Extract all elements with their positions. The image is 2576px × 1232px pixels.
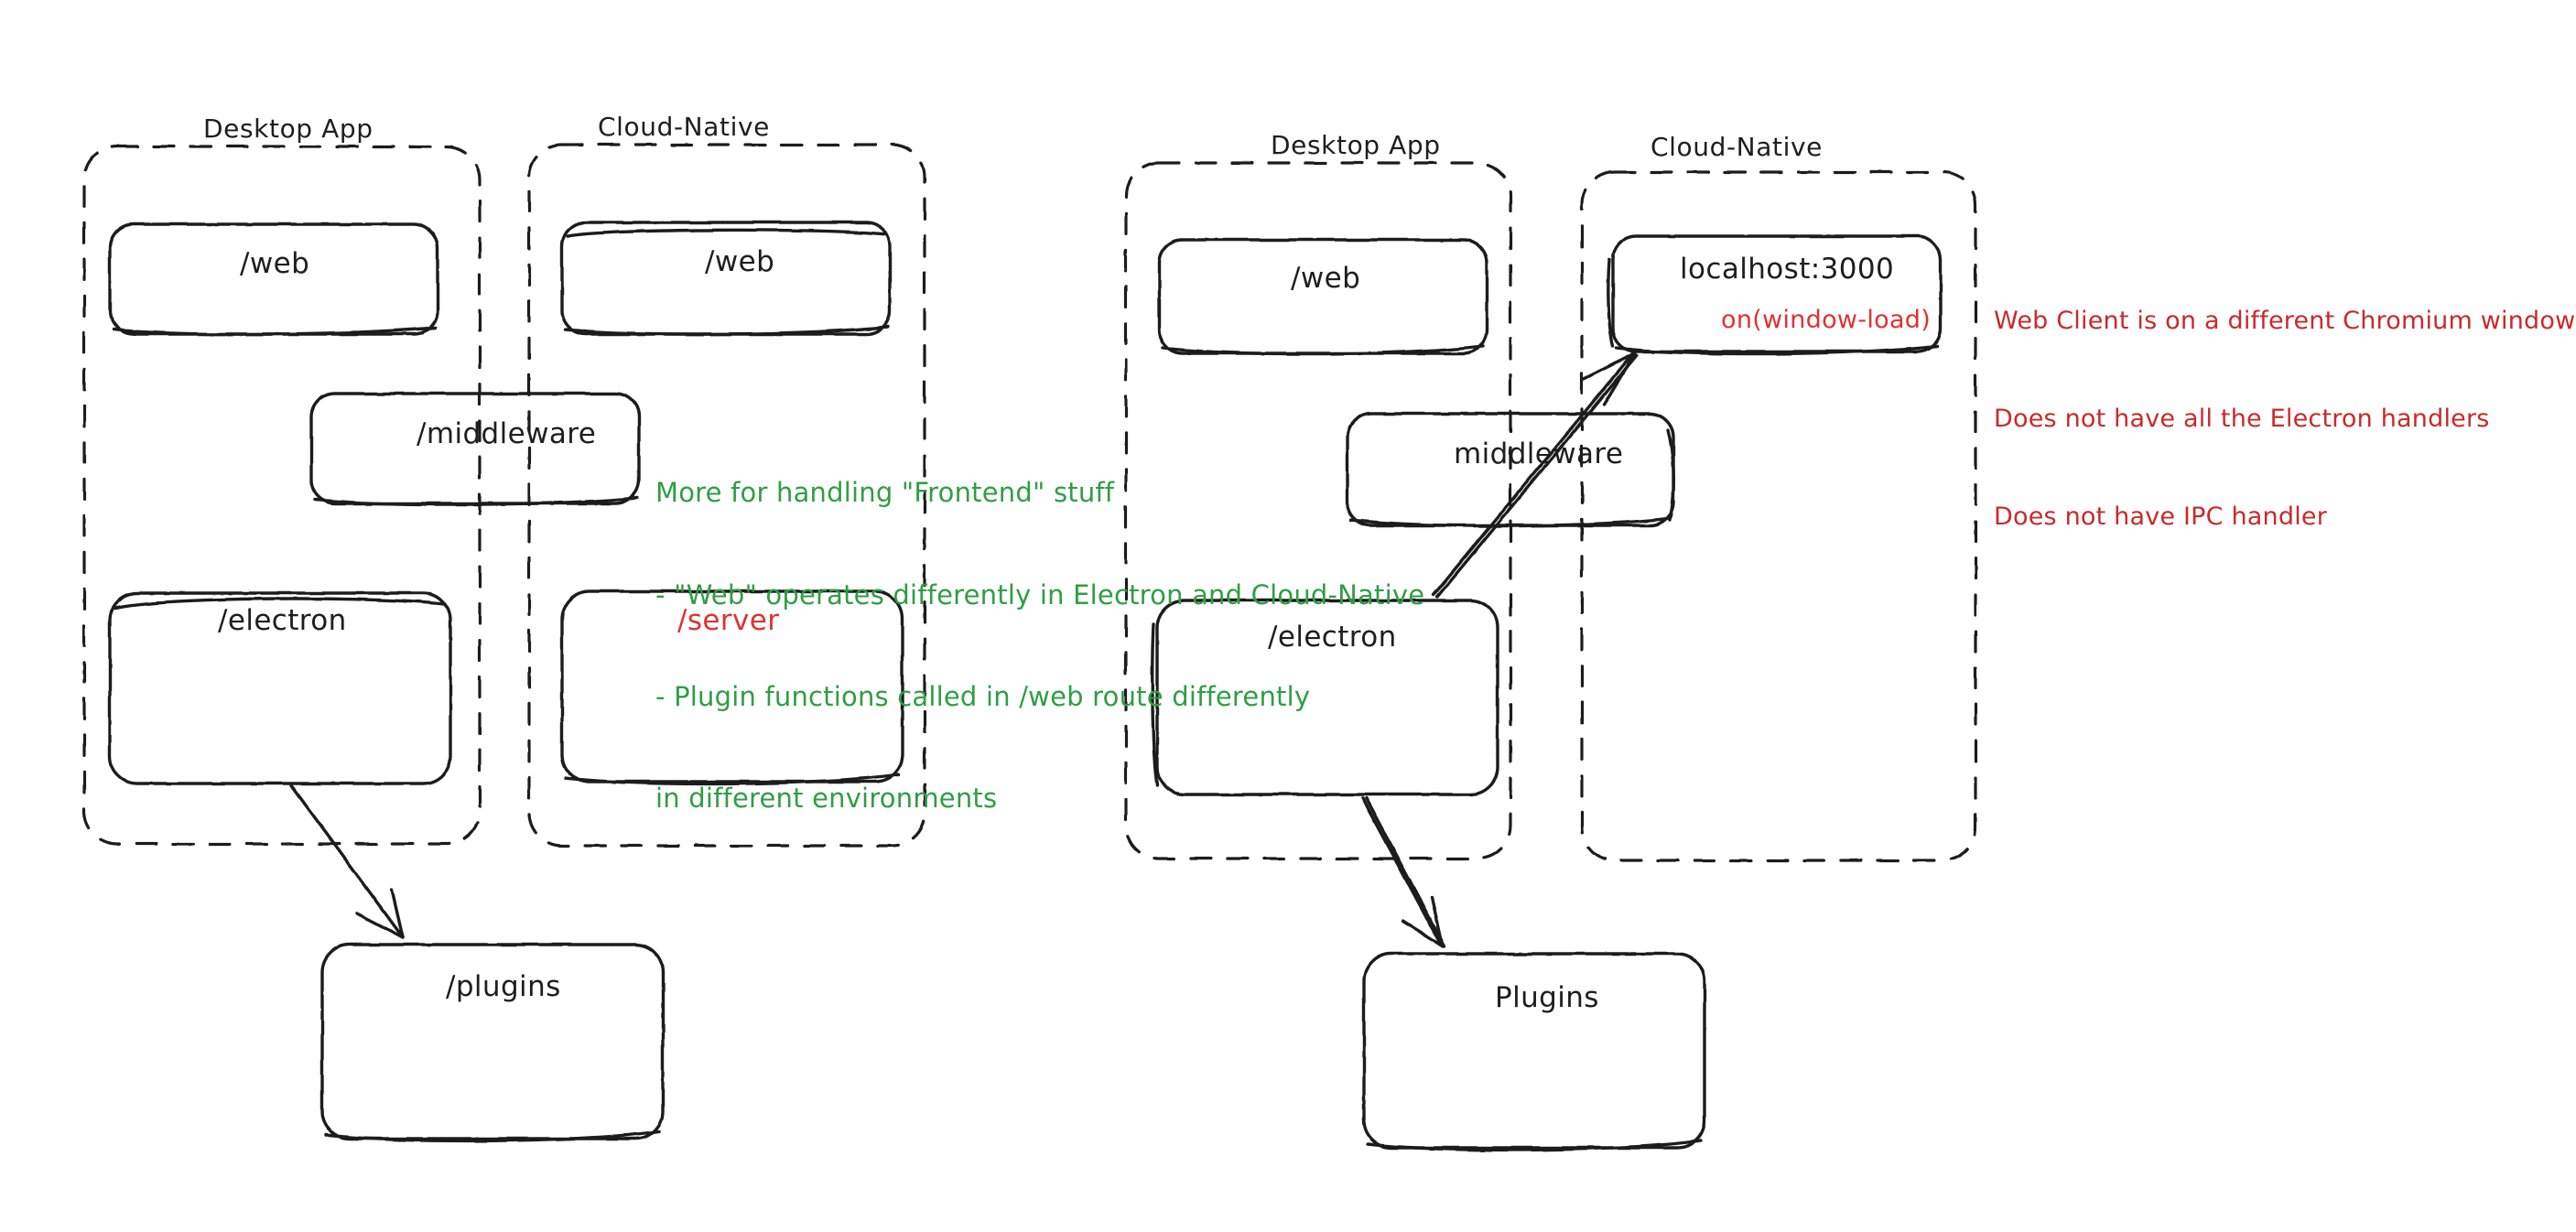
group-frame-left-cloud (527, 143, 926, 848)
node-shape-left-middleware (309, 392, 641, 506)
node-shape-left-plugins (320, 943, 665, 1143)
node-label-left-electron: /electron (218, 604, 347, 637)
annotation-green-line-4: in different environments (655, 783, 998, 815)
group-label-right-cloud: Cloud-Native (1651, 132, 1823, 162)
group-frame-right-desktop (1124, 161, 1512, 860)
node-sublabel-right-localhost: on(window-load) (1721, 306, 1932, 334)
node-shape-left-server (560, 589, 904, 786)
node-shape-left-desktop-web (108, 222, 439, 336)
node-shape-right-localhost (1607, 234, 1943, 356)
node-label-right-electron: /electron (1268, 621, 1397, 654)
node-label-right-plugins: Plugins (1495, 981, 1599, 1014)
node-shape-left-electron (108, 591, 452, 785)
node-label-left-plugins: /plugins (446, 970, 561, 1003)
group-label-left-desktop: Desktop App (203, 113, 373, 144)
annotation-green-line-1: More for handling "Frontend" stuff (655, 477, 1115, 509)
edge-right-electron-to-plugins (1360, 796, 1446, 948)
annotation-red-note: Web Client is on a different Chromium wi… (1994, 240, 2575, 599)
annotation-red-line-2: Does not have all the Electron handlers (1994, 405, 2490, 434)
node-shape-right-plugins (1362, 952, 1706, 1152)
annotation-green-line-2: - "Web" operates differently in Electron… (655, 578, 1425, 611)
group-frame-left-desktop (82, 145, 482, 846)
node-label-right-localhost: localhost:3000 (1680, 253, 1895, 286)
group-frame-right-cloud (1580, 170, 1977, 862)
annotation-red-line-3: Does not have IPC handler (1994, 503, 2328, 531)
group-label-left-cloud: Cloud-Native (598, 112, 770, 142)
group-label-right-desktop: Desktop App (1271, 130, 1441, 160)
node-label-right-middleware: middleware (1454, 438, 1624, 470)
node-label-left-cloud-web: /web (705, 245, 775, 278)
node-label-left-server: /server (677, 604, 780, 637)
annotation-red-line-1: Web Client is on a different Chromium wi… (1994, 307, 2576, 336)
node-label-left-desktop-web: /web (240, 247, 310, 280)
node-shape-right-desktop-web (1157, 238, 1488, 356)
node-label-right-desktop-web: /web (1291, 262, 1361, 295)
node-shape-right-electron (1151, 599, 1499, 796)
node-shape-left-cloud-web (560, 221, 892, 336)
annotation-green-note: More for handling "Frontend" stuff - "We… (655, 408, 1424, 884)
node-shape-right-middleware (1346, 412, 1675, 528)
annotation-green-line-3: - Plugin functions called in /web route … (655, 680, 1311, 712)
edge-right-electron-to-localhost (1432, 351, 1639, 599)
edge-left-electron-to-plugins (289, 784, 405, 939)
node-label-left-middleware: /middleware (417, 417, 597, 450)
